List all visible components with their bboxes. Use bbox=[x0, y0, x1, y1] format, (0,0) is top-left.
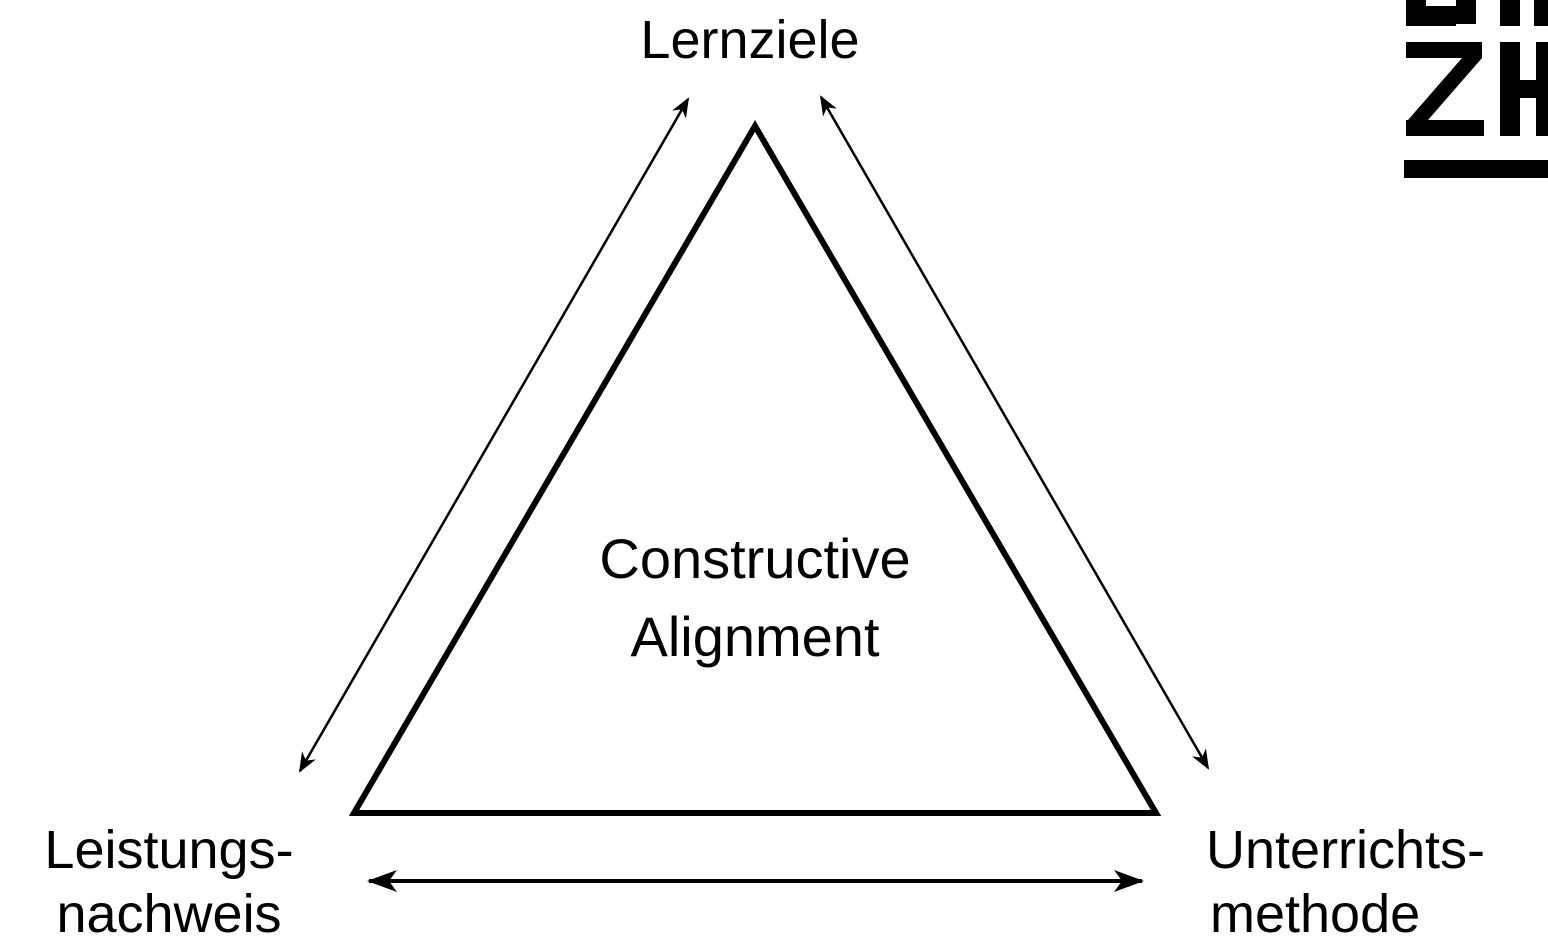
center-label: Constructive Alignment bbox=[555, 520, 955, 676]
center-label-line2: Alignment bbox=[630, 605, 880, 668]
node-lernziele-label: Lernziele bbox=[640, 10, 860, 70]
node-leistungsnachweis-line1: Leistungs- bbox=[44, 820, 294, 880]
node-leistungsnachweis-line2: nachweis bbox=[56, 884, 282, 944]
node-leistungsnachweis: Leistungs- nachweis bbox=[14, 818, 324, 946]
center-label-line1: Constructive bbox=[599, 527, 911, 590]
node-unterrichtsmethode-line2: methode bbox=[1210, 884, 1421, 944]
phzh-logo-mark bbox=[1404, 0, 1548, 178]
node-unterrichtsmethode: Unterrichts- methode bbox=[1206, 818, 1546, 946]
phzh-logo bbox=[1404, 0, 1548, 182]
node-unterrichtsmethode-line1: Unterrichts- bbox=[1206, 820, 1486, 880]
arrow-leistungsnachweis-lernziele bbox=[298, 97, 690, 773]
arrow-lernziele-unterrichtsmethode bbox=[819, 95, 1210, 770]
node-lernziele: Lernziele bbox=[620, 8, 880, 72]
